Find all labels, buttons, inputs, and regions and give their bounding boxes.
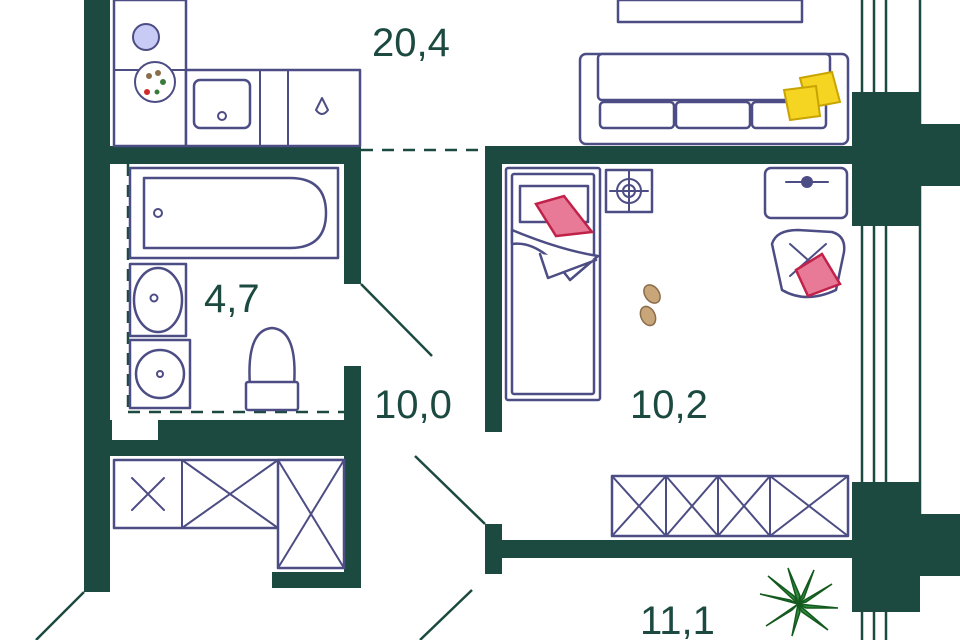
area-label-room-bottom: 11,1 [640,599,715,640]
wall-bath-bottom-left [84,420,112,440]
bathtub-icon [128,166,340,260]
pillow-icon [782,70,842,122]
desk-icon [604,168,654,214]
area-label-hallway: 10,0 [374,383,452,427]
entrance-door-swing [35,591,85,640]
outer-wall-left [84,0,110,592]
pillar-right-top-ext [920,124,960,186]
bedroom [504,166,850,538]
area-label-kitchen-living: 20,4 [372,21,450,65]
area-label-bedroom: 10,2 [630,383,708,427]
area-label-bathroom: 4,7 [204,277,260,321]
wall-kitchen-bedroom [485,146,852,164]
windows [860,0,922,640]
bathroom-door-swing [360,283,433,357]
pillow-icon [794,252,842,298]
dashed-lines [126,148,485,414]
washing-machine-icon [128,338,192,410]
bedroom-door-swing [414,455,486,525]
wall-bedroom-bottom [485,540,852,558]
pillow-icon [534,194,595,238]
sofa-icon [578,52,850,146]
toilet-icon [244,326,300,412]
pillar-right-bottom [852,482,920,612]
kitchen-sink-icon [192,78,252,130]
tv-stand [616,0,804,24]
plant-icon [759,567,839,637]
bathroom [128,166,340,412]
wall-bath-bottom [158,420,361,440]
slippers-icon [639,284,661,327]
wall-kitchen-bottom [84,146,361,164]
side-table [763,166,849,220]
wall-bedroom-left [485,146,502,432]
room-door-swing [419,589,473,640]
water-drop-icon [315,97,329,115]
pillar-right-bottom-ext [920,514,960,576]
walls [84,0,960,612]
pillar-right-top [852,92,920,226]
door-swings [35,283,486,640]
sink-icon [128,262,188,338]
living-area [578,0,850,146]
kitchen [112,0,362,148]
wall-bathroom-right-top [344,146,361,284]
stove-icon [132,23,176,103]
wall-wardrobe-top [84,440,361,456]
wall-bathroom-right-bottom [344,366,361,588]
wardrobe-icon [112,458,346,570]
wardrobe-icon [610,474,850,538]
wall-storage-bottom [272,572,361,588]
